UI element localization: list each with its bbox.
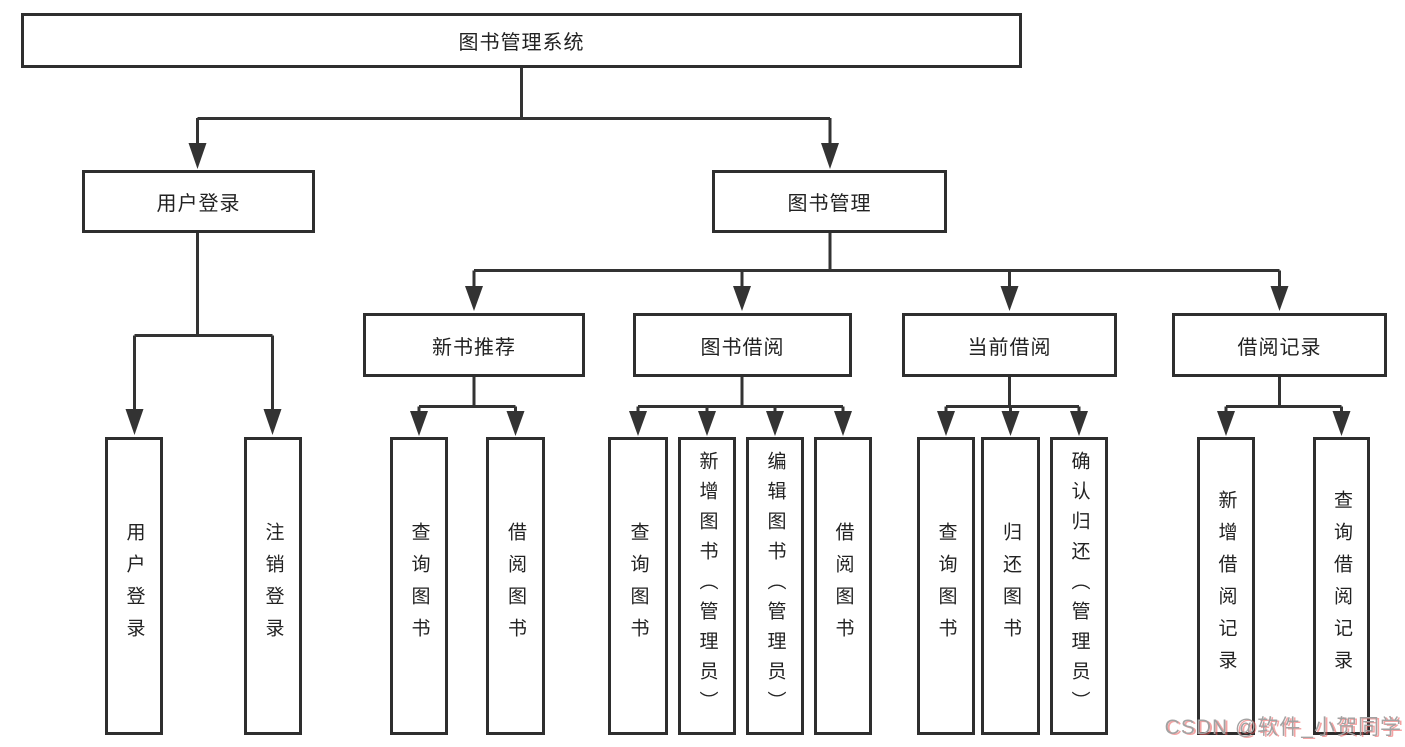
node-book-management: 图书管理 [712,170,947,233]
node-current-borrow: 当前借阅 [902,313,1117,377]
leaf-logout: 注销登录 [244,437,302,735]
leaf-edit-books-admin: 编辑图书（管理员） [746,437,804,735]
node-label: 借阅图书 [832,522,854,650]
node-label: 确认归还（管理员） [1068,451,1090,721]
node-borrow-records: 借阅记录 [1172,313,1387,377]
leaf-borrow-books: 借阅图书 [814,437,872,735]
node-label: 借阅图书 [505,522,526,650]
node-label: 查询借阅记录 [1331,490,1352,682]
node-label: 新增图书（管理员） [696,451,718,721]
node-label: 归还图书 [1000,522,1021,650]
leaf-query-borrow-record: 查询借阅记录 [1313,437,1370,735]
leaf-add-borrow-record: 新增借阅记录 [1197,437,1255,735]
leaf-borrow-books: 借阅图书 [486,437,545,735]
node-label: 查询图书 [935,522,957,650]
node-label: 查询图书 [408,522,430,650]
leaf-add-books-admin: 新增图书（管理员） [678,437,736,735]
node-label: 注销登录 [262,522,284,650]
csdn-watermark: CSDN @软件_小贺同学 [1164,716,1402,739]
node-label: 借阅记录 [1237,336,1322,359]
node-label: 新书推荐 [432,336,516,359]
node-label: 新增借阅记录 [1215,490,1237,682]
node-user-login: 用户登录 [82,170,315,233]
leaf-user-login: 用户登录 [105,437,163,735]
node-label: 查询图书 [627,522,649,650]
node-book-borrow: 图书借阅 [633,313,852,377]
node-label: 图书管理系统 [458,32,585,54]
node-label: 图书借阅 [700,336,785,359]
node-label: 用户登录 [156,193,241,215]
leaf-query-books: 查询图书 [917,437,975,735]
node-label: 图书管理 [787,193,872,215]
node-label: 用户登录 [123,522,145,650]
leaf-confirm-return-admin: 确认归还（管理员） [1050,437,1108,735]
node-system-root: 图书管理系统 [21,13,1022,68]
node-new-book-recommend: 新书推荐 [363,313,585,377]
leaf-return-books: 归还图书 [981,437,1040,735]
leaf-query-books: 查询图书 [608,437,668,735]
node-label: 当前借阅 [967,336,1052,359]
node-label: 编辑图书（管理员） [764,451,786,721]
leaf-query-books: 查询图书 [390,437,448,735]
